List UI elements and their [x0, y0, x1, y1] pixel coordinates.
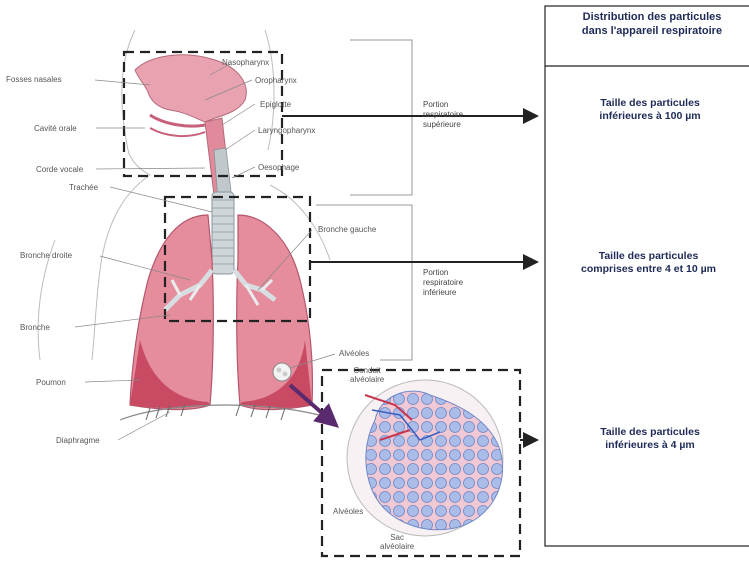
size-alveolar-line2: inférieures à 4 µm: [552, 439, 748, 452]
label-alveoles: Alvéoles: [339, 349, 369, 358]
label-fosses-nasales: Fosses nasales: [6, 75, 62, 84]
label-conduit-line2: alvéolaire: [350, 375, 384, 384]
panel-title-line1: Distribution des particules: [547, 10, 749, 24]
label-sac-line1: Sac: [380, 533, 414, 542]
label-conduit-line1: Conduit: [350, 366, 384, 375]
label-alveoles-inset: Alvéoles: [333, 507, 363, 516]
head-airway: [135, 55, 246, 200]
portion-brackets: [316, 40, 412, 360]
size-lower: Taille des particules comprises entre 4 …: [548, 250, 749, 276]
size-upper-line2: inférieures à 100 µm: [552, 110, 748, 123]
label-trachee: Trachée: [69, 183, 98, 192]
label-corde-vocale: Corde vocale: [36, 165, 83, 174]
panel-title: Distribution des particules dans l'appar…: [547, 10, 749, 38]
size-upper-line1: Taille des particules: [552, 97, 748, 110]
label-cavite-orale: Cavité orale: [34, 124, 77, 133]
portion-lower-line1: Portion: [423, 268, 463, 278]
portion-upper: Portion respiratoire supérieure: [423, 100, 463, 130]
panel-title-line2: dans l'appareil respiratoire: [547, 24, 749, 38]
trachea: [212, 192, 234, 274]
portion-lower-line2: respiratoire: [423, 278, 463, 288]
label-oropharynx: Oropharynx: [255, 76, 297, 85]
label-laryngopharynx: Laryngopharynx: [258, 126, 315, 135]
portion-upper-line2: respiratoire: [423, 110, 463, 120]
portion-upper-line3: supérieure: [423, 120, 463, 130]
label-epiglotte: Epiglotte: [260, 100, 291, 109]
size-alveolar: Taille des particules inférieures à 4 µm: [552, 426, 748, 452]
size-alveolar-line1: Taille des particules: [552, 426, 748, 439]
label-sac-alveolaire: Sac alvéolaire: [380, 533, 414, 551]
alveoli-inset: [347, 380, 503, 536]
label-diaphragme: Diaphragme: [56, 436, 100, 445]
label-nasopharynx: Nasopharynx: [222, 58, 269, 67]
label-oesophage: Oesophage: [258, 163, 299, 172]
label-sac-line2: alvéolaire: [380, 542, 414, 551]
size-lower-line2: comprises entre 4 et 10 µm: [548, 263, 749, 276]
portion-lower: Portion respiratoire inférieure: [423, 268, 463, 298]
size-upper: Taille des particules inférieures à 100 …: [552, 97, 748, 123]
label-bronche-droite: Bronche droite: [20, 251, 72, 260]
label-bronche: Bronche: [20, 323, 50, 332]
size-lower-line1: Taille des particules: [548, 250, 749, 263]
label-poumon: Poumon: [36, 378, 66, 387]
portion-lower-line3: inférieure: [423, 288, 463, 298]
label-bronche-gauche: Bronche gauche: [318, 225, 376, 234]
distribution-panel: [545, 6, 749, 546]
label-conduit-alveolaire: Conduit alvéolaire: [350, 366, 384, 384]
portion-upper-line1: Portion: [423, 100, 463, 110]
